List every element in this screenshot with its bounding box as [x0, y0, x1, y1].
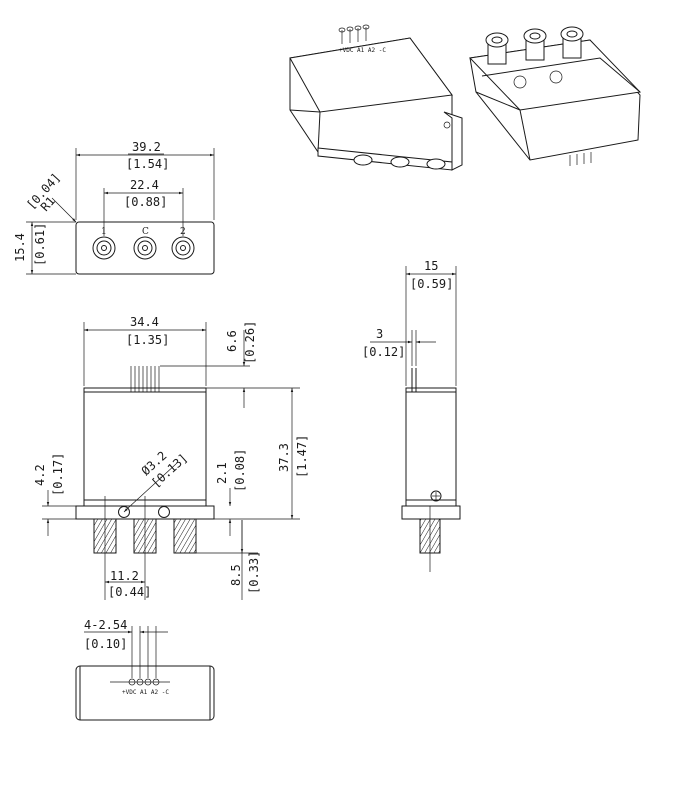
dim-flange-thick-in: [0.08]	[233, 449, 247, 492]
dim-flange-thick: 2.1	[215, 462, 229, 484]
dim-depth: 15	[424, 259, 438, 273]
top-view: +VDC A1 A2 -C 4-2.54 [0.10]	[75, 618, 215, 721]
front-view: 1 C 2 39.2 [1.54] 22.4 [0.88] R1 [0.04] …	[13, 140, 215, 275]
top-pin-labels: +VDC A1 A2 -C	[122, 689, 169, 696]
dim-flange-offset-in: [0.17]	[51, 453, 65, 496]
dim-width-in: [1.54]	[126, 157, 169, 171]
dim-total-height-in: [1.47]	[295, 435, 309, 478]
dim-width: 39.2	[132, 140, 161, 154]
dim-conn-pitch-in: [0.44]	[108, 585, 151, 599]
dim-conn-pitch: 11.2	[110, 569, 139, 583]
dim-pin-offset-in: [0.12]	[362, 345, 405, 359]
iso-view-left: +VDC A1 A2 -C	[289, 24, 463, 171]
dim-conn-len: 8.5	[229, 564, 243, 586]
dim-pin-pitch-in: [0.10]	[84, 637, 127, 651]
iso-view-right	[468, 26, 642, 166]
dim-height: 15.4	[13, 233, 27, 262]
dim-spacing-in: [0.88]	[124, 195, 167, 209]
dim-body-width-in: [1.35]	[126, 333, 169, 347]
dim-height-in: [0.61]	[33, 223, 47, 266]
dim-conn-len-in: [0.33]	[247, 551, 261, 594]
dim-pin-offset: 3	[376, 327, 383, 341]
dim-pin-height: 6.6	[225, 330, 239, 352]
dim-flange-offset: 4.2	[33, 464, 47, 486]
end-view: 15 [0.59] 3 [0.12]	[362, 259, 461, 572]
port-label-c: C	[142, 227, 149, 237]
dim-pin-pitch: 4-2.54	[84, 618, 127, 632]
dim-body-width: 34.4	[130, 315, 159, 329]
dim-spacing: 22.4	[130, 178, 159, 192]
iso-pin-labels: +VDC A1 A2 -C	[339, 47, 386, 54]
side-view: 34.4 [1.35] 6.6 [0.26] 37.3 [1.47] 4.2	[33, 315, 309, 600]
dim-pin-height-in: [0.26]	[243, 321, 257, 364]
dim-total-height: 37.3	[277, 443, 291, 472]
dim-depth-in: [0.59]	[410, 277, 453, 291]
